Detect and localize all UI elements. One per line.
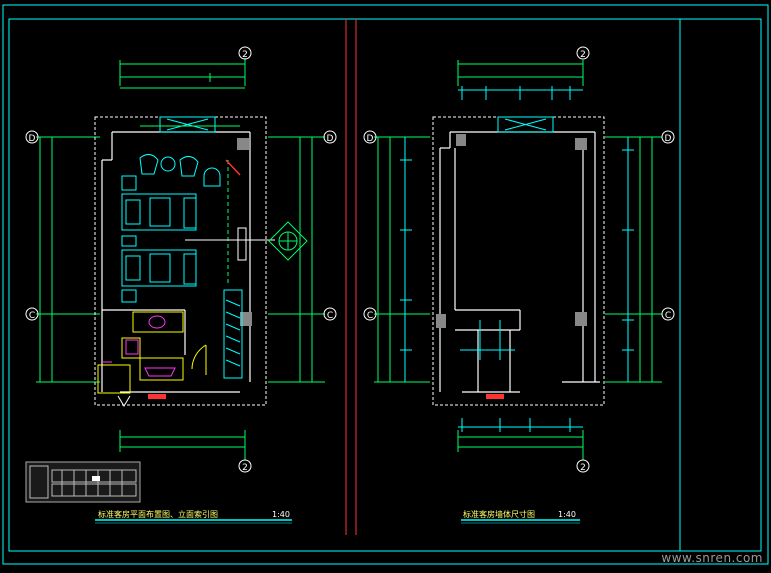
- right-room-boundary: [432, 116, 605, 406]
- right-view-scale: 1:40: [558, 510, 576, 519]
- right-column-top-left: [456, 134, 466, 146]
- left-window: [140, 116, 240, 133]
- left-top-dimensions: [119, 58, 246, 89]
- left-electrical-line: [225, 159, 241, 176]
- left-grid-bubble-c-right: [323, 307, 337, 321]
- watermark: www.snren.com: [661, 551, 763, 565]
- right-grid-bubble-c-left: [363, 307, 377, 321]
- right-wall-plan: 2 2 D: [363, 46, 675, 473]
- left-walls: [101, 131, 251, 393]
- left-grid-label-top: 2: [242, 50, 248, 60]
- sheet-border-inner: [8, 18, 762, 552]
- left-grid-label-c-left: C: [29, 311, 35, 321]
- left-furniture: [121, 154, 243, 379]
- sheet-border-outer: [2, 4, 769, 565]
- right-entry-threshold: [486, 394, 504, 399]
- left-grid-bubble-top: [238, 46, 252, 60]
- left-sanitary: [102, 315, 176, 377]
- right-view-title: 标准客房墙体尺寸图: [463, 509, 535, 519]
- right-grid-label-c-left: C: [367, 311, 373, 321]
- right-top-dimensions: [457, 60, 584, 86]
- right-bottom-subdimensions: [458, 418, 583, 432]
- right-grid-bubble-top: [576, 46, 590, 60]
- right-window: [497, 116, 554, 133]
- key-plan-thumbnail: [25, 461, 141, 503]
- elevation-index-symbol: [268, 221, 308, 261]
- right-column-mid-left: [436, 314, 446, 328]
- right-bathroom-dimensions: [460, 320, 515, 360]
- left-grid-bubble-d-left: [25, 130, 39, 144]
- right-bottom-dimensions: [457, 430, 584, 460]
- left-vertical-dimensions-left: [36, 136, 100, 383]
- left-entry-threshold: [148, 394, 166, 399]
- left-bathroom: [97, 311, 207, 394]
- right-grid-label-d-right: D: [665, 134, 672, 144]
- left-tv-unit: [237, 227, 247, 261]
- right-vertical-dimensions-left: [374, 136, 430, 383]
- right-grid-bubble-d-right: [661, 130, 675, 144]
- right-top-subdimensions: [458, 86, 583, 100]
- left-floor-plan: 2 2 D C D: [25, 46, 337, 473]
- left-grid-label-c-right: C: [327, 311, 333, 321]
- left-grid-label-d-left: D: [29, 134, 36, 144]
- left-vertical-dimensions-right: [268, 136, 325, 383]
- right-column-top-right: [575, 138, 587, 150]
- right-grid-label-d-left: D: [367, 134, 374, 144]
- left-grid-bubble-c-left: [25, 307, 39, 321]
- left-grid-bubble-d-right: [323, 130, 337, 144]
- left-bottom-dimensions: [119, 430, 246, 460]
- right-grid-bubble-bottom: [576, 459, 590, 473]
- left-entry-door: [117, 395, 131, 407]
- left-grid-label-d-right: D: [327, 134, 334, 144]
- left-column-mid-right: [240, 312, 252, 326]
- right-vertical-dimensions-right: [605, 136, 662, 383]
- left-view-scale: 1:40: [272, 510, 290, 519]
- right-grid-label-top: 2: [580, 50, 586, 60]
- right-column-mid-right: [575, 312, 587, 326]
- left-grid-bubble-bottom: [238, 459, 252, 473]
- right-vertical-subdimensions-left: [400, 137, 412, 382]
- left-column-top-right: [237, 138, 249, 150]
- right-walls: [439, 131, 600, 393]
- right-grid-label-c-right: C: [665, 311, 671, 321]
- left-grid-label-bottom: 2: [242, 463, 248, 473]
- right-grid-bubble-c-right: [661, 307, 675, 321]
- right-grid-bubble-d-left: [363, 130, 377, 144]
- left-view-title: 标准客房平面布置图、立面索引图: [98, 509, 218, 519]
- right-vertical-subdimensions-right: [622, 137, 634, 382]
- right-grid-label-bottom: 2: [580, 463, 586, 473]
